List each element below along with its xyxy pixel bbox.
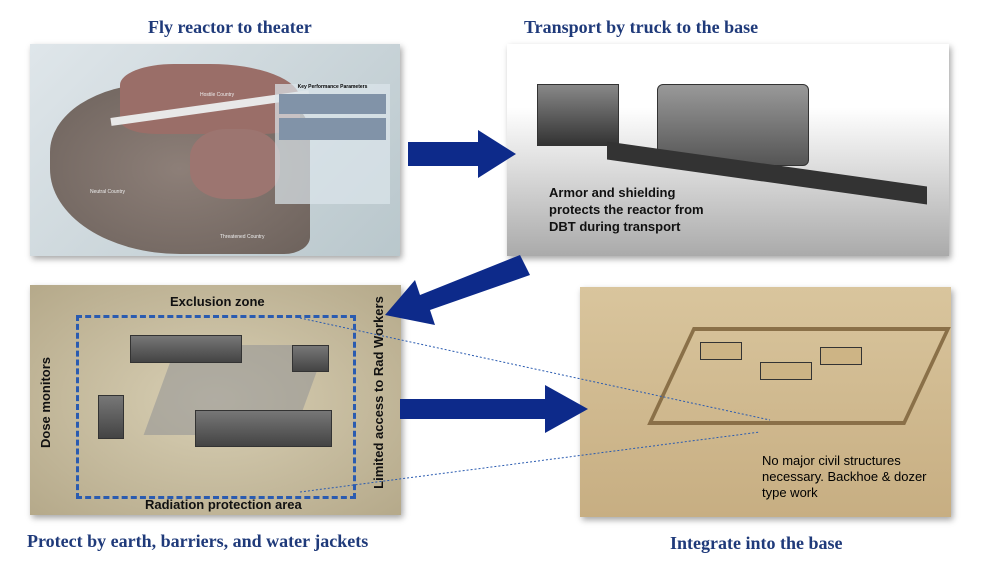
base-image: No major civil structures necessary. Bac… (580, 287, 951, 517)
truck-image: Armor and shielding protects the reactor… (507, 44, 949, 256)
base-caption: No major civil structures necessary. Bac… (762, 453, 927, 500)
barrier-block (130, 335, 242, 363)
kpp-panel: Key Performance Parameters (275, 84, 390, 204)
barrier-block (195, 410, 332, 447)
region-label: Threatened Country (220, 234, 265, 240)
truck-caption: Armor and shielding protects the reactor… (549, 185, 704, 234)
title-protect: Protect by earth, barriers, and water ja… (27, 531, 369, 551)
title-transport-truck: Transport by truck to the base (524, 17, 759, 37)
radiation-area-label: Radiation protection area (145, 497, 302, 512)
kpp-section (279, 118, 386, 140)
kpp-section (279, 94, 386, 114)
arrow-down-left-icon (385, 255, 530, 325)
arrow-right-icon (400, 385, 588, 433)
title-integrate: Integrate into the base (670, 533, 843, 553)
barrier-block (98, 395, 124, 439)
base-building (760, 362, 812, 380)
region-label: Hostile Country (200, 92, 235, 98)
exclusion-zone-label: Exclusion zone (170, 294, 265, 309)
base-building (820, 347, 862, 365)
map-image: Key Performance Parameters Hostile Count… (30, 44, 400, 256)
reactor-site-image: Exclusion zone Radiation protection area… (30, 285, 401, 515)
dose-monitors-label: Dose monitors (38, 356, 54, 449)
map-region-neutral (190, 129, 280, 199)
title-fly-reactor: Fly reactor to theater (148, 17, 312, 37)
base-building (700, 342, 742, 360)
region-label: Neutral Country (90, 189, 126, 195)
arrow-right-icon (408, 130, 516, 178)
kpp-title: Key Performance Parameters (297, 84, 368, 90)
truck-cab (537, 84, 619, 146)
barrier-block (292, 345, 329, 372)
